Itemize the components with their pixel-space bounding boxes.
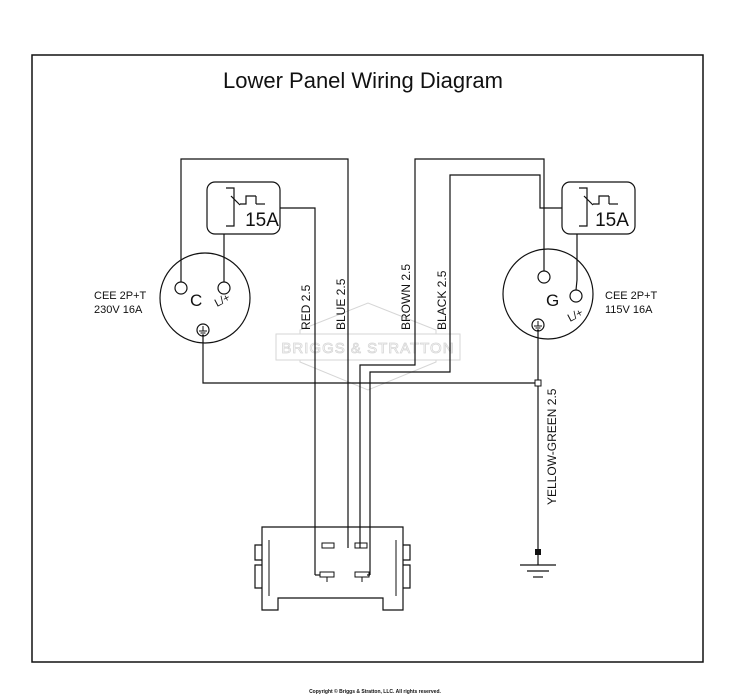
right-socket-pin-neutral — [537, 270, 551, 284]
right-socket-spec-line2: 115V 16A — [605, 304, 653, 316]
diagram-frame — [31, 54, 704, 663]
left-socket-spec-line2: 230V 16A — [94, 304, 143, 316]
right-breaker-rating: 15A — [595, 210, 629, 231]
red-wire-label: RED 2.5 — [299, 284, 313, 330]
terminal-block-icon — [254, 526, 411, 611]
blue-wire-label: BLUE 2.5 — [334, 278, 348, 330]
right-socket-pin-line — [569, 289, 583, 303]
right-socket-center-label: G — [546, 291, 559, 310]
brown-wire-label: BROWN 2.5 — [399, 264, 413, 330]
black-wire — [575, 234, 578, 291]
red-wire — [280, 207, 316, 543]
blue-wire — [180, 158, 349, 543]
left-socket: C L/+ CEE 2P+T 230V 16A — [94, 252, 251, 344]
left-socket-pin-label: L/+ — [213, 292, 232, 310]
left-socket-center-label: C — [190, 291, 202, 310]
right-socket-spec-line1: CEE 2P+T — [605, 290, 658, 302]
ground-junction — [534, 379, 542, 387]
left-socket-spec-line1: CEE 2P+T — [94, 290, 147, 302]
earth-ground-icon — [520, 555, 556, 578]
copyright-notice: Copyright © Briggs & Stratton, LLC. All … — [309, 688, 441, 695]
ground-icon — [199, 326, 207, 336]
black-wire-label: BLACK 2.5 — [435, 270, 449, 330]
breaker-switch-icon — [579, 187, 618, 227]
left-breaker-rating: 15A — [245, 210, 279, 231]
wires — [180, 158, 578, 578]
right-socket-pin-label: L/+ — [566, 307, 585, 325]
right-breaker: 15A — [561, 181, 636, 235]
breaker-switch-icon — [226, 187, 265, 227]
ground-wire-label: YELLOW-GREEN 2.5 — [545, 388, 559, 505]
brown-wire — [359, 158, 545, 543]
left-socket-pin-neutral — [174, 281, 188, 295]
ground-icon — [534, 321, 542, 331]
watermark-text: BRIGGS & STRATTON — [281, 340, 454, 357]
diagram-title: Lower Panel Wiring Diagram — [223, 68, 503, 93]
right-socket: G L/+ CEE 2P+T 115V 16A — [502, 248, 658, 340]
left-breaker: 15A — [206, 181, 281, 235]
watermark: BRIGGS & STRATTON — [275, 302, 461, 391]
left-earth-wire — [202, 336, 538, 384]
